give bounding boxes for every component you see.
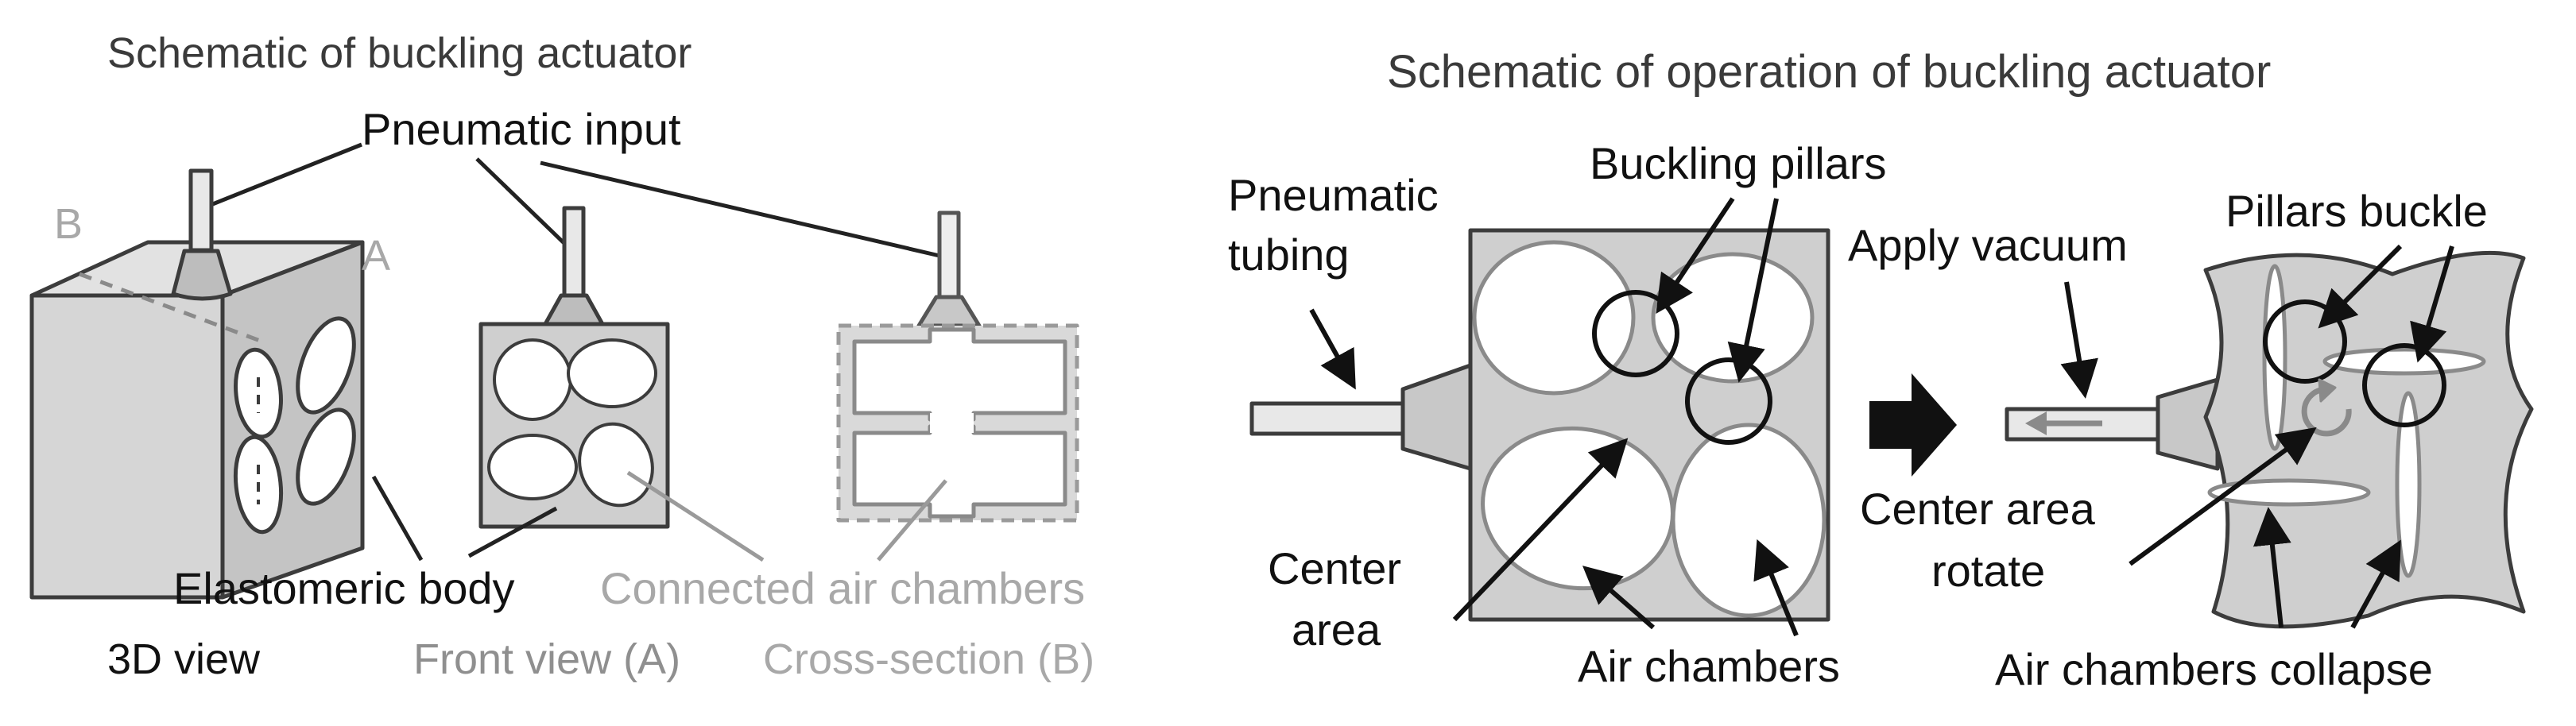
pneumatic-input-label: Pneumatic input bbox=[362, 104, 681, 154]
apply-vacuum-label: Apply vacuum bbox=[1848, 220, 2128, 270]
cube-tube bbox=[188, 168, 214, 253]
transition-arrow bbox=[1869, 373, 1957, 477]
arrow-air-chamber-1 bbox=[1582, 566, 1655, 630]
before-tube bbox=[1249, 401, 1405, 436]
left-title: Schematic of buckling actuator bbox=[107, 29, 691, 77]
front-view-label: Front view (A) bbox=[413, 635, 680, 683]
front-chamber-1 bbox=[493, 338, 572, 421]
air-chambers-collapse-label: Air chambers collapse bbox=[1995, 644, 2433, 694]
connected-air-chambers-label: Connected air chambers bbox=[600, 563, 1085, 613]
right-title: Schematic of operation of buckling actua… bbox=[1387, 46, 2271, 98]
cross-section-tube bbox=[937, 210, 961, 299]
arrow-apply-vacuum bbox=[2060, 281, 2098, 399]
cross-section-b bbox=[836, 210, 1079, 523]
after-pillar-circle-1 bbox=[2263, 299, 2347, 384]
cube-chamber-4 bbox=[296, 407, 356, 506]
before-chamber-br bbox=[1671, 423, 1826, 618]
center-area-label-2: area bbox=[1292, 604, 1381, 655]
pneumatic-tubing-label-2: tubing bbox=[1228, 230, 1350, 280]
after-body bbox=[2203, 250, 2534, 629]
left-bottom-leaders bbox=[371, 470, 947, 562]
arrow-collapse-2 bbox=[2350, 539, 2401, 629]
cube-chamber-2 bbox=[296, 316, 356, 415]
arrow-center-rotate bbox=[2129, 427, 2317, 566]
3d-view-label: 3D view bbox=[107, 635, 261, 683]
air-chambers-label: Air chambers bbox=[1578, 641, 1840, 691]
cross-section-label: Cross-section (B) bbox=[763, 635, 1094, 683]
cube-section-b-dash bbox=[79, 272, 263, 344]
after-pillar-circle-2 bbox=[2362, 343, 2446, 427]
right-before-arrows bbox=[1309, 197, 1799, 637]
after-chamber-horizontal-top bbox=[2322, 347, 2486, 376]
arrow-pillar-2 bbox=[1727, 198, 1779, 383]
pneumatic-tubing-label-1: Pneumatic bbox=[1228, 170, 1439, 220]
arrow-center-area bbox=[1452, 438, 1629, 622]
arrow-pillar-1 bbox=[1656, 197, 1735, 314]
arrow-pillars-buckle-1 bbox=[2318, 244, 2403, 329]
front-view-tube bbox=[562, 206, 586, 298]
front-chamber-3 bbox=[487, 434, 578, 500]
arrow-pillars-buckle-2 bbox=[2410, 245, 2454, 363]
arrow-collapse-1 bbox=[2253, 507, 2291, 628]
cube-chamber-1 bbox=[234, 347, 283, 439]
cube-connector bbox=[171, 249, 233, 301]
buckling-pillars-label: Buckling pillars bbox=[1590, 138, 1887, 188]
arrow-tubing bbox=[1309, 308, 1356, 390]
cross-section-chamber-top bbox=[852, 327, 1067, 422]
pneumatic-input-leaders bbox=[206, 142, 951, 261]
after-chamber-vertical-right bbox=[2395, 391, 2422, 578]
before-chamber-tl bbox=[1472, 240, 1636, 396]
after-connector bbox=[2156, 377, 2220, 471]
cube-3d-view bbox=[29, 168, 365, 600]
front-view-connector bbox=[543, 293, 605, 326]
pillars-buckle-label: Pillars buckle bbox=[2225, 186, 2488, 236]
front-view-a bbox=[478, 206, 670, 529]
center-area-rotate-label-1: Center area bbox=[1860, 484, 2096, 534]
left-panel: Schematic of buckling actuator Pneumatic… bbox=[29, 29, 1094, 683]
right-panel: Schematic of operation of buckling actua… bbox=[1228, 46, 2534, 694]
right-after-arrows bbox=[2060, 244, 2454, 629]
cross-section-connector bbox=[916, 295, 982, 328]
cube-front-face bbox=[29, 293, 225, 600]
arrow-air-chamber-2 bbox=[1753, 539, 1799, 637]
center-area-rotate-label-2: rotate bbox=[1931, 546, 2045, 596]
cube-label-b: B bbox=[54, 200, 83, 248]
elastomeric-body-label: Elastomeric body bbox=[173, 563, 515, 613]
cross-section-chamber-bottom bbox=[852, 424, 1067, 519]
pillar-circle-1 bbox=[1592, 290, 1679, 377]
front-chamber-2 bbox=[567, 338, 657, 408]
after-chamber-horizontal-bottom bbox=[2207, 478, 2371, 507]
cube-label-a: A bbox=[362, 232, 390, 280]
front-chamber-4 bbox=[578, 422, 654, 508]
vacuum-flow-arrow-icon bbox=[2025, 411, 2102, 435]
actuator-after bbox=[2005, 250, 2534, 629]
center-area-label-1: Center bbox=[1268, 543, 1401, 593]
before-connector bbox=[1400, 363, 1473, 471]
